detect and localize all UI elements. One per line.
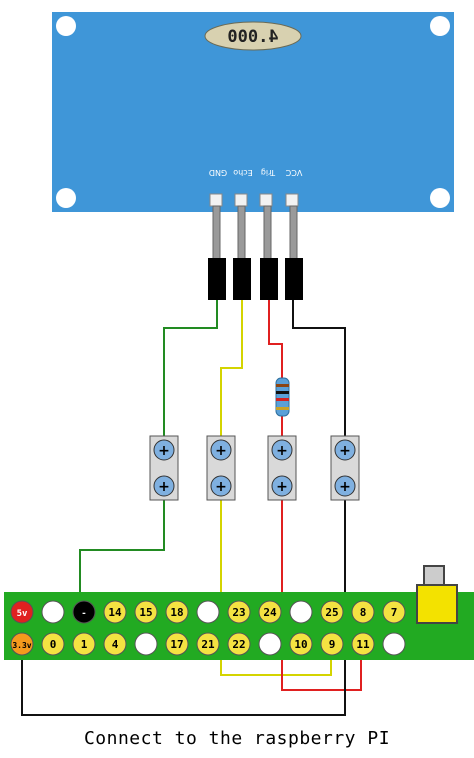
pin-label-vcc: VCC [285, 168, 302, 177]
gpio-pin [103, 632, 127, 656]
gpio-pin-label: 4 [112, 638, 119, 651]
gpio-pin [72, 632, 96, 656]
gpio-pin-label: 10 [294, 638, 307, 651]
gpio-pin [196, 632, 220, 656]
svg-text:+: + [276, 479, 288, 495]
gpio-pin [382, 600, 406, 624]
gpio-pin [10, 632, 34, 656]
display-reading: 4.000 [227, 27, 278, 47]
jumper-connector [208, 258, 226, 300]
pin-label-trig: Trig [261, 168, 276, 177]
gpio-pin [103, 600, 127, 624]
ultrasonic-sensor: 4.000 GND Echo Trig VCC [52, 12, 454, 212]
gpio-pin-label: 24 [263, 606, 277, 619]
gpio-pin [320, 632, 344, 656]
gpio-pin-label: 25 [325, 606, 338, 619]
gpio-pin-label: 14 [108, 606, 122, 619]
pin-label-gnd: GND [209, 168, 227, 177]
gpio-pin-label: 3.3v [12, 641, 31, 650]
gpio-pin [258, 600, 282, 624]
svg-text:+: + [276, 443, 288, 459]
gpio-pin [351, 600, 375, 624]
mounting-hole-icon [430, 16, 450, 36]
svg-text:+: + [215, 479, 227, 495]
terminal-block-2: + + [206, 435, 236, 501]
pin-label-echo: Echo [233, 168, 253, 177]
resistor [275, 377, 290, 417]
echo-wire [220, 300, 243, 440]
gpio-pin [196, 600, 220, 624]
gnd-wire-to-gpio [79, 500, 165, 598]
header-pins [208, 205, 303, 300]
gpio-pin-label: 1 [81, 638, 88, 651]
terminal-block-3: + + [267, 435, 297, 501]
audio-jack-body [416, 584, 458, 624]
mounting-hole-icon [430, 188, 450, 208]
gpio-pin [134, 632, 158, 656]
gpio-pin-label: 5v [17, 609, 28, 619]
solder-pad [209, 193, 223, 207]
jumper-connector [260, 258, 278, 300]
jumper-connector [233, 258, 251, 300]
gpio-pin-label: 23 [232, 606, 245, 619]
gpio-pin [41, 600, 65, 624]
gpio-pin [165, 600, 189, 624]
gpio-pin-label: - [81, 609, 86, 619]
gpio-pin [41, 632, 65, 656]
gpio-pin-label: 11 [356, 638, 370, 651]
gpio-pin [72, 600, 96, 624]
display-window [204, 21, 302, 51]
gpio-pin [258, 632, 282, 656]
svg-text:+: + [339, 479, 351, 495]
gpio-pin-label: 17 [170, 638, 183, 651]
gnd-wire [163, 300, 218, 440]
gpio-pin-label: 18 [170, 606, 183, 619]
gpio-pin [289, 600, 313, 624]
gpio-pin [351, 632, 375, 656]
screw-terminals: + + + + + + + [149, 435, 360, 501]
diagram-caption: Connect to the raspberry PI [83, 728, 391, 749]
solder-pad [285, 193, 299, 207]
svg-text:+: + [215, 443, 227, 459]
gpio-pin [227, 600, 251, 624]
gpio-pin-label: 8 [360, 606, 367, 619]
gpio-pin [289, 632, 313, 656]
gpio-pin-label: 7 [391, 606, 398, 619]
trig-wire [268, 300, 283, 380]
gpio-pin-label: 21 [201, 638, 215, 651]
mounting-hole-icon [56, 16, 76, 36]
gpio-pin-label: 9 [329, 638, 336, 651]
gpio-pin-label: 22 [232, 638, 245, 651]
gpio-pin-label: 0 [50, 638, 57, 651]
gpio-pin [227, 632, 251, 656]
solder-pad [259, 193, 273, 207]
svg-text:+: + [339, 443, 351, 459]
solder-pad [234, 193, 248, 207]
gpio-pin-label: 15 [139, 606, 152, 619]
jumper-connector [285, 258, 303, 300]
gpio-top-row: 5v - 14 15 18 23 24 25 8 7 [10, 600, 406, 624]
echo-wire-to-gpio [220, 500, 332, 676]
vcc-wire [292, 300, 346, 440]
terminal-block-1: + + [149, 435, 179, 501]
gpio-bottom-row: 3.3v 0 1 4 17 21 22 10 9 11 [10, 632, 406, 656]
gpio-pin [382, 632, 406, 656]
svg-text:+: + [158, 443, 170, 459]
gpio-pin [10, 600, 34, 624]
mounting-hole-icon [56, 188, 76, 208]
gpio-pin [320, 600, 344, 624]
svg-text:+: + [158, 479, 170, 495]
gpio-pin [165, 632, 189, 656]
sensor-pin-labels: GND Echo Trig VCC [209, 168, 303, 177]
gpio-pin [134, 600, 158, 624]
terminal-block-4: + + [330, 435, 360, 501]
